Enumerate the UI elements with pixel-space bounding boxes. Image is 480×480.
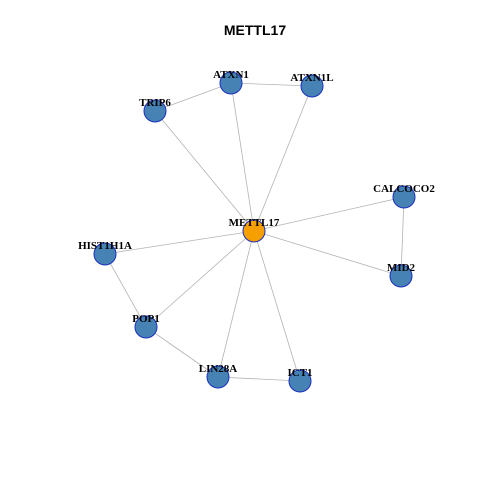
- edge-layer: [104, 82, 405, 382]
- edge-lin28a-ict1: [217, 376, 301, 382]
- node-label-mettl17: METTL17: [229, 217, 280, 229]
- edge-hist1h1a-pop1: [104, 253, 147, 328]
- node-label-ict1: ICT1: [287, 367, 312, 379]
- edge-calcoco2-mid2: [400, 196, 405, 277]
- node-layer: [93, 71, 416, 393]
- edge-atxn1-atxn1l: [230, 82, 313, 87]
- edge-mettl17-calcoco2: [253, 196, 405, 232]
- edge-mettl17-lin28a: [217, 230, 255, 378]
- edge-mettl17-atxn1l: [253, 85, 313, 232]
- node-mid2[interactable]: [389, 264, 413, 288]
- edge-mettl17-trip6: [154, 110, 255, 232]
- edge-pop1-lin28a: [145, 326, 219, 378]
- edge-mettl17-mid2: [253, 230, 402, 277]
- node-mettl17[interactable]: [242, 219, 266, 243]
- node-label-mid2: MID2: [387, 262, 416, 274]
- node-label-trip6: TRIP6: [139, 97, 171, 109]
- node-atxn1l[interactable]: [300, 74, 324, 98]
- edge-mettl17-hist1h1a: [104, 230, 255, 255]
- node-label-atxn1: ATXN1: [213, 69, 249, 81]
- node-ict1[interactable]: [288, 369, 312, 393]
- node-hist1h1a[interactable]: [93, 242, 117, 266]
- node-label-atxn1l: ATXN1L: [290, 72, 333, 84]
- node-atxn1[interactable]: [219, 71, 243, 95]
- node-label-pop1: POP1: [132, 313, 160, 325]
- edge-mettl17-pop1: [145, 230, 255, 328]
- node-label-hist1h1a: HIST1H1A: [78, 240, 132, 252]
- node-calcoco2[interactable]: [392, 185, 416, 209]
- diagram-title: METTL17: [224, 22, 286, 38]
- edge-mettl17-ict1: [253, 230, 301, 382]
- node-label-calcoco2: CALCOCO2: [373, 183, 435, 195]
- edge-trip6-atxn1: [154, 82, 232, 112]
- node-pop1[interactable]: [134, 315, 158, 339]
- node-label-lin28a: LIN28A: [199, 363, 238, 375]
- edge-mettl17-atxn1: [230, 82, 255, 232]
- node-trip6[interactable]: [143, 99, 167, 123]
- node-lin28a[interactable]: [206, 365, 230, 389]
